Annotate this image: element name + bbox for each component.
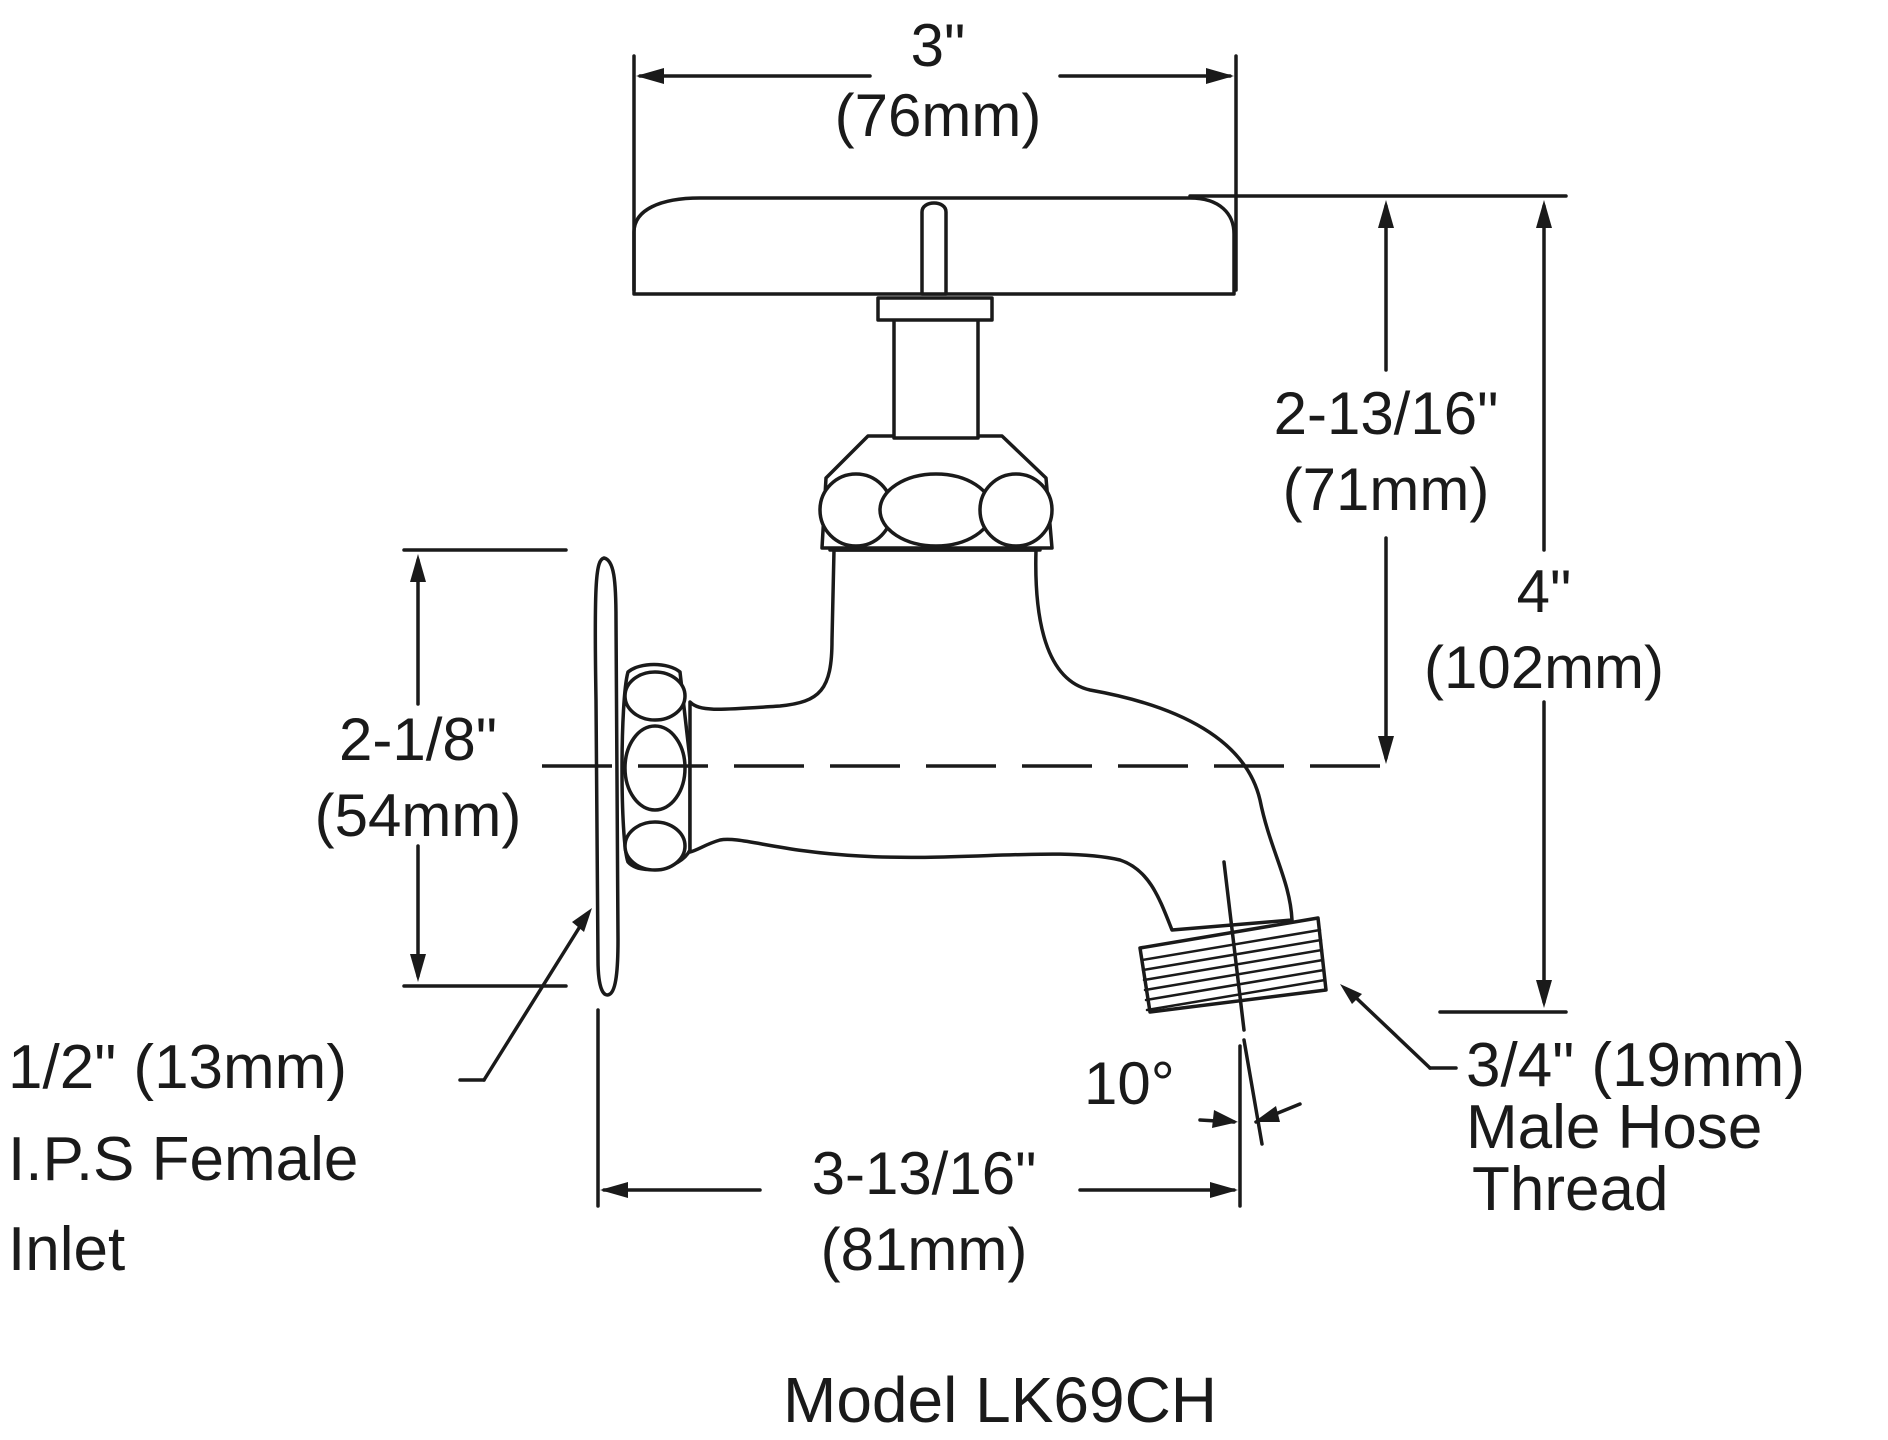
dim-handle-width-metric: (76mm) [835,82,1042,149]
spout-axis-line [1222,860,1246,1032]
dim-overall-height-metric: (102mm) [1424,634,1664,701]
dim-flange-height: 2-1/8" (54mm) [315,548,568,988]
dim-spout-angle: 10° [1084,1038,1302,1146]
callout-outlet: 3/4" (19mm) Male Hose Thread [1340,984,1805,1224]
model-label: Model LK69CH [783,1364,1217,1436]
handle-center-post [920,201,948,296]
callout-outlet-line-1: 3/4" (19mm) [1466,1031,1805,1100]
faucet-body [593,196,1328,1032]
callout-inlet-line-2: I.P.S Female [8,1125,358,1194]
callout-inlet-line-3: Inlet [8,1215,125,1284]
dim-handle-width: 3" (76mm) [632,12,1238,292]
bonnet-hex-nut [818,434,1054,550]
dim-overall-height: 4" (102mm) [1424,200,1664,1014]
valve-stem [892,316,980,440]
hose-thread-outlet [1138,916,1328,1014]
stem-collar [876,296,994,322]
dim-handle-to-centerline-imperial: 2-13/16" [1274,380,1499,447]
spout-body [688,548,1294,932]
dim-projection: 3-13/16" (81mm) [596,1008,1242,1283]
dim-flange-height-imperial: 2-1/8" [339,706,497,773]
callout-outlet-line-2: Male Hose [1466,1093,1762,1162]
callout-inlet: 1/2" (13mm) I.P.S Female Inlet [8,908,592,1284]
dim-flange-height-metric: (54mm) [315,782,522,849]
dim-handle-to-centerline: 2-13/16" (71mm) [1188,194,1568,764]
callout-inlet-line-1: 1/2" (13mm) [8,1033,347,1102]
dim-overall-height-imperial: 4" [1517,558,1572,625]
dim-spout-angle-label: 10° [1084,1050,1175,1117]
wall-flange [593,556,620,997]
dim-handle-width-imperial: 3" [911,12,966,79]
dim-projection-metric: (81mm) [821,1216,1028,1283]
dim-handle-to-centerline-metric: (71mm) [1283,456,1490,523]
callout-outlet-line-3: Thread [1472,1155,1668,1224]
dim-projection-imperial: 3-13/16" [812,1140,1037,1207]
